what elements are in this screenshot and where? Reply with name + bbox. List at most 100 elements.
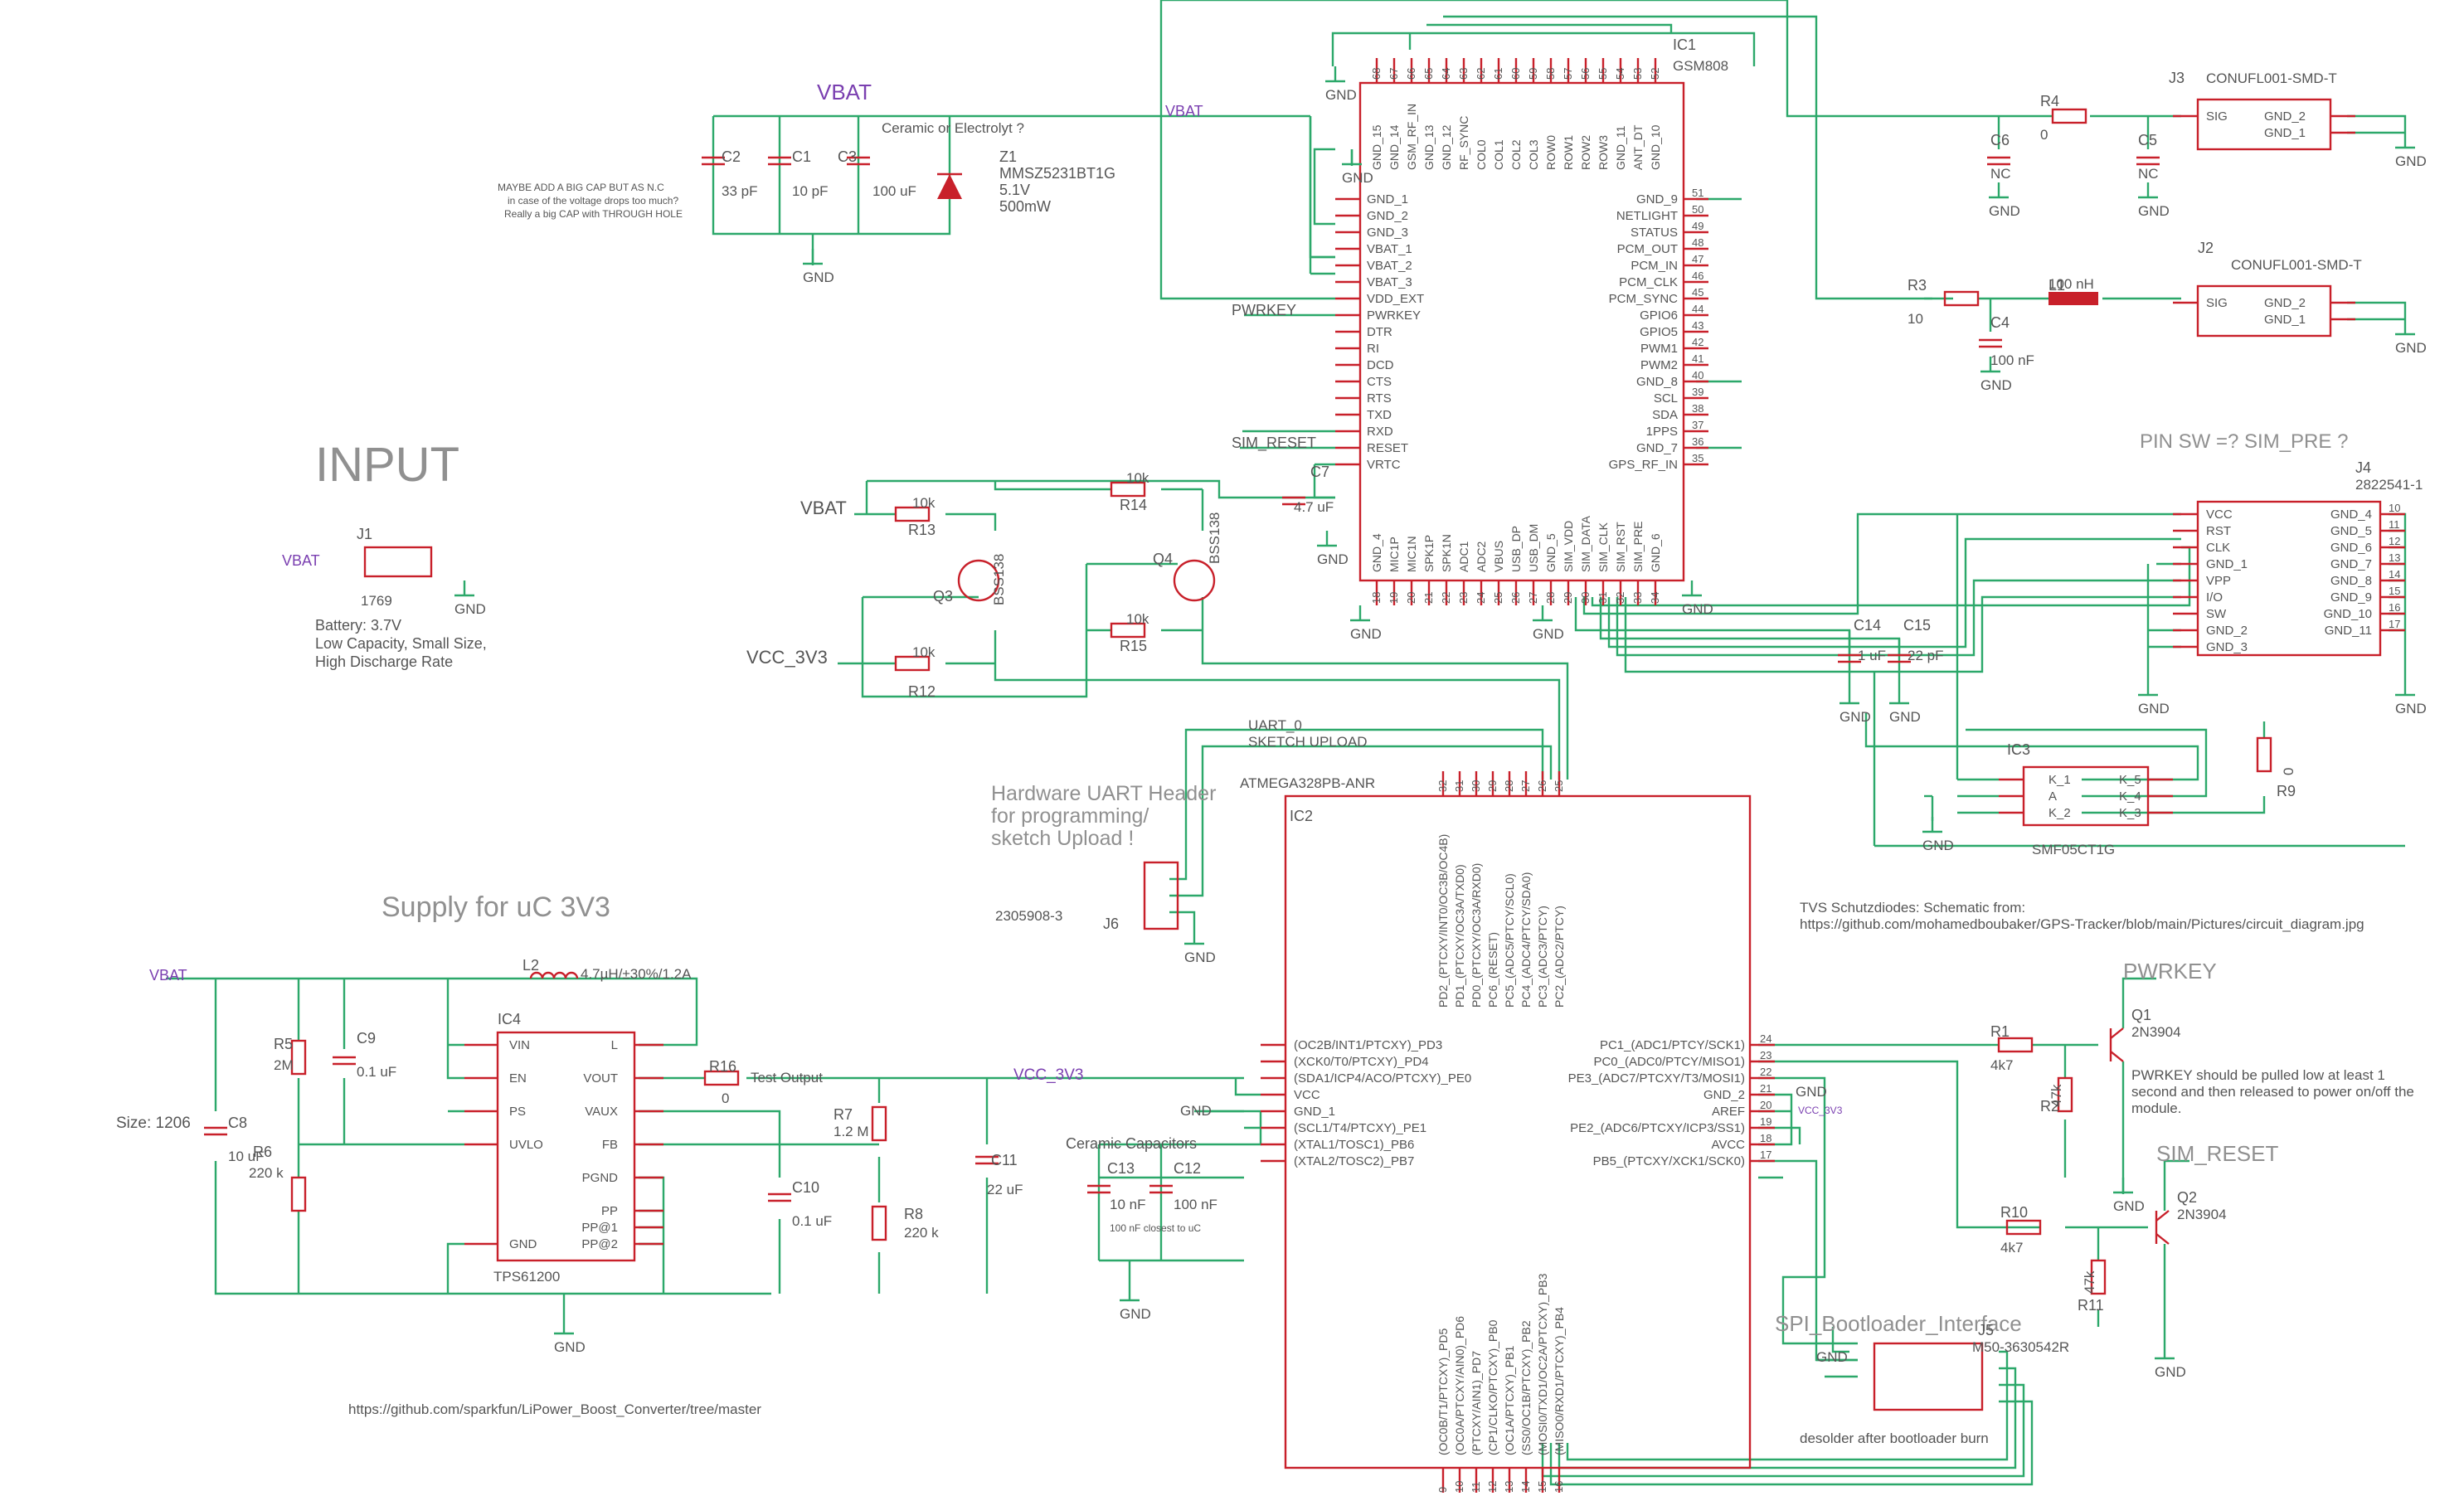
gnd-label: GND: [1184, 950, 1216, 965]
q1-ref: Q1: [2131, 1007, 2151, 1023]
ic1-pin-name: PCM_CLK: [1619, 275, 1678, 289]
ic3-pin-name: K_1: [2048, 773, 2071, 787]
ic1-pin-name: NETLIGHT: [1616, 209, 1678, 223]
l2-symbol: [564, 971, 579, 979]
ic4-pin-name: VIN: [509, 1038, 530, 1052]
ic3-pin-name: K_5: [2119, 773, 2141, 787]
desolder-note: desolder after bootloader burn: [1800, 1430, 1989, 1446]
ic2-pin-name: AREF: [1712, 1105, 1745, 1119]
ic1-pin-num: 55: [1596, 68, 1609, 80]
ic1-pin-num: 54: [1614, 68, 1626, 80]
c9-value: 0.1 uF: [357, 1064, 396, 1080]
q1-collector: [2110, 1027, 2124, 1039]
j4-pin-num: 15: [2389, 585, 2400, 597]
ic1-pin-name: COL1: [1492, 139, 1505, 170]
r9-symbol: [2256, 736, 2272, 773]
ic1-pin-name: ADC1: [1457, 541, 1470, 572]
c3-ref: C3: [838, 148, 857, 165]
ic1-pin-name: GND_9: [1636, 192, 1678, 206]
ic2-pin-num: 13: [1503, 1481, 1515, 1493]
ic1-pin-name: RF_SYNC: [1457, 116, 1470, 170]
ic2-pin-num: 25: [1553, 780, 1565, 792]
j4-pin-name: VCC: [2206, 508, 2233, 522]
vbat-net-label: VBAT: [800, 498, 847, 518]
ic2-pin-name: VCC: [1294, 1088, 1320, 1102]
ic1-pin-name: PWM2: [1640, 358, 1678, 372]
c2-ref: C2: [722, 148, 741, 165]
ic2-pin-name: (MOSI0/TXD1/OC2A/PTCXY)_PB3: [1536, 1273, 1549, 1455]
r4-symbol: [2051, 108, 2087, 124]
ic2-pin-name: (PTCXY/AIN1)_PD7: [1470, 1351, 1483, 1455]
ic1-pin-name: DTR: [1367, 325, 1392, 339]
ic1-pin-num: 32: [1614, 592, 1626, 604]
ic1-pin-num: 25: [1492, 592, 1504, 604]
ic1-pin-num: 62: [1475, 68, 1487, 80]
ic1-pin-num: 49: [1692, 220, 1703, 232]
ic1-pin-num: 56: [1579, 68, 1592, 80]
q1-emitter: [2110, 1051, 2124, 1062]
j4-pin-name: GND_4: [2330, 508, 2372, 522]
j4-pin-name: GND_1: [2206, 557, 2248, 571]
ic1-pin-num: 50: [1692, 203, 1703, 216]
pin-sw-heading: PIN SW =? SIM_PRE ?: [2140, 430, 2348, 453]
rf-pin-name: SIG: [2206, 296, 2228, 310]
ic2-pin-num: 21: [1760, 1082, 1771, 1095]
ic1-pin-num: 58: [1544, 68, 1557, 80]
ic2-pin-name: (XTAL2/TOSC2)_PB7: [1294, 1154, 1414, 1168]
ic1-pin-name: VBAT_3: [1367, 275, 1412, 289]
ic2-pin-num: 23: [1760, 1049, 1771, 1061]
ic1-pin-num: 24: [1475, 592, 1487, 604]
ic1-pin-name: GPS_RF_IN: [1609, 458, 1678, 472]
ic1-pin-name: USB_DM: [1527, 524, 1540, 572]
pwrkey-note: module.: [2131, 1100, 2181, 1116]
r13-symbol: [894, 506, 931, 522]
ic1-pin-num: 51: [1692, 187, 1703, 199]
r8-symbol: [871, 1205, 887, 1241]
r1-ref: R1: [1990, 1023, 2010, 1040]
r7-value: 1.2 M: [833, 1124, 869, 1139]
z1-symbol: [937, 174, 962, 199]
r7-symbol: [871, 1105, 887, 1142]
gnd-label: GND: [1989, 203, 2020, 219]
ic3-pin-name: K_2: [2048, 806, 2071, 820]
r5-value: 2M: [274, 1057, 294, 1073]
ic1-pin-name: GND_4: [1370, 533, 1383, 572]
ic3-pin-name: K_3: [2119, 806, 2141, 820]
ic2-pin-name: PC0_(ADC0/PTCY/MISO1): [1593, 1055, 1745, 1069]
c12-ref: C12: [1174, 1160, 1201, 1177]
pwrkey-note: second and then released to power on/off…: [2131, 1084, 2414, 1100]
j4-pin-name: GND_9: [2330, 590, 2372, 605]
rf-pin-name: GND_1: [2264, 126, 2306, 140]
j4-pin-num: 13: [2389, 551, 2400, 564]
c7-ref: C7: [1310, 464, 1329, 480]
ic4-value: TPS61200: [493, 1269, 560, 1285]
r3-symbol: [1943, 290, 1980, 307]
c15-value: 22 pF: [1908, 648, 1943, 663]
ic1-pin-name: TXD: [1367, 408, 1392, 422]
j2-value: CONUFL001-SMD-T: [2231, 257, 2362, 273]
ic1-pin-name: VBAT_2: [1367, 259, 1412, 273]
ic2-pin-num: 17: [1760, 1149, 1771, 1161]
ic1-value: GSM808: [1673, 58, 1728, 74]
gnd-label: GND: [1980, 377, 2012, 393]
r14-value: 10k: [1126, 470, 1149, 486]
gnd-label: GND: [2138, 203, 2170, 219]
j1-value: 1769: [361, 593, 392, 609]
r14-ref: R14: [1120, 497, 1147, 513]
ic1-pin-num: 61: [1492, 68, 1504, 80]
ic1-pin-name: SIM_DATA: [1579, 515, 1592, 572]
ic2-pin-name: (OC0B/T1/PTCXY)_PD5: [1436, 1328, 1450, 1455]
ic1-pin-name: MIC1N: [1405, 536, 1418, 572]
gnd-label: GND: [1839, 709, 1871, 725]
ic1-pin-name: MIC1P: [1388, 537, 1401, 572]
c11-ref: C11: [991, 1152, 1018, 1168]
uart-header-heading: sketch Upload !: [991, 827, 1134, 850]
gnd-label: GND: [1350, 626, 1382, 642]
j4-value: 2822541-1: [2355, 477, 2423, 493]
ic1-pin-name: PCM_IN: [1631, 259, 1678, 273]
ic1-pin-name: GND_7: [1636, 441, 1678, 455]
gnd-label: GND: [2138, 701, 2170, 716]
r2-ref: R2: [2040, 1098, 2059, 1115]
r9-value: 0: [2281, 768, 2296, 775]
